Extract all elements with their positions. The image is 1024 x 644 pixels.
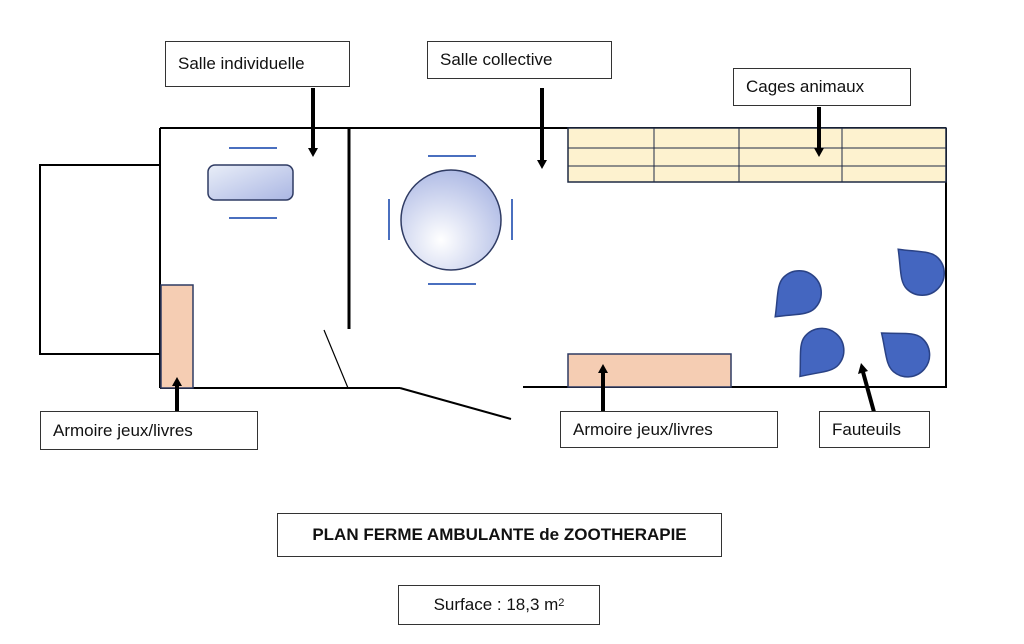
label-fauteuils-text: Fauteuils bbox=[832, 419, 901, 439]
entrance-door bbox=[399, 387, 512, 420]
arrow-fauteuils bbox=[858, 363, 876, 413]
fauteuil-icon bbox=[897, 248, 945, 296]
label-fauteuils: Fauteuils bbox=[819, 411, 930, 448]
round-table-set bbox=[388, 155, 513, 285]
armoire-left bbox=[160, 284, 194, 389]
label-salle-individuelle-text: Salle individuelle bbox=[178, 54, 305, 73]
label-armoire-left-text: Armoire jeux/livres bbox=[53, 420, 193, 440]
fauteuils-group bbox=[774, 248, 945, 378]
armoire-right bbox=[567, 353, 732, 388]
fauteuil-icon bbox=[799, 327, 845, 378]
label-armoire-right-text: Armoire jeux/livres bbox=[573, 419, 713, 439]
cages-block bbox=[567, 127, 947, 183]
label-salle-collective: Salle collective bbox=[427, 41, 612, 79]
surface-exponent: 2 bbox=[558, 597, 565, 609]
fauteuil-icon bbox=[880, 332, 931, 378]
label-cages-animaux-text: Cages animaux bbox=[746, 77, 865, 96]
fauteuil-icon bbox=[774, 270, 822, 318]
arrow-salle-individuelle bbox=[308, 88, 318, 157]
plan-title: PLAN FERME AMBULANTE de ZOOTHERAPIE bbox=[277, 513, 722, 557]
label-salle-individuelle: Salle individuelle bbox=[165, 41, 350, 87]
side-annex bbox=[39, 164, 160, 355]
cages-animaux bbox=[567, 127, 947, 183]
surface-text: Surface : 18,3 m bbox=[433, 595, 559, 614]
arrow-salle-collective bbox=[537, 88, 547, 169]
individual-table bbox=[207, 164, 294, 201]
label-armoire-right: Armoire jeux/livres bbox=[560, 411, 778, 448]
round-table bbox=[400, 169, 502, 271]
interior-door bbox=[323, 329, 349, 389]
individual-table-set bbox=[207, 147, 294, 219]
label-cages-animaux: Cages animaux bbox=[733, 68, 911, 106]
pointer-arrows bbox=[172, 88, 876, 420]
label-salle-collective-text: Salle collective bbox=[440, 50, 553, 69]
plan-title-text: PLAN FERME AMBULANTE de ZOOTHERAPIE bbox=[312, 525, 687, 544]
label-armoire-left: Armoire jeux/livres bbox=[40, 411, 258, 450]
arrow-cages-animaux bbox=[814, 107, 824, 157]
